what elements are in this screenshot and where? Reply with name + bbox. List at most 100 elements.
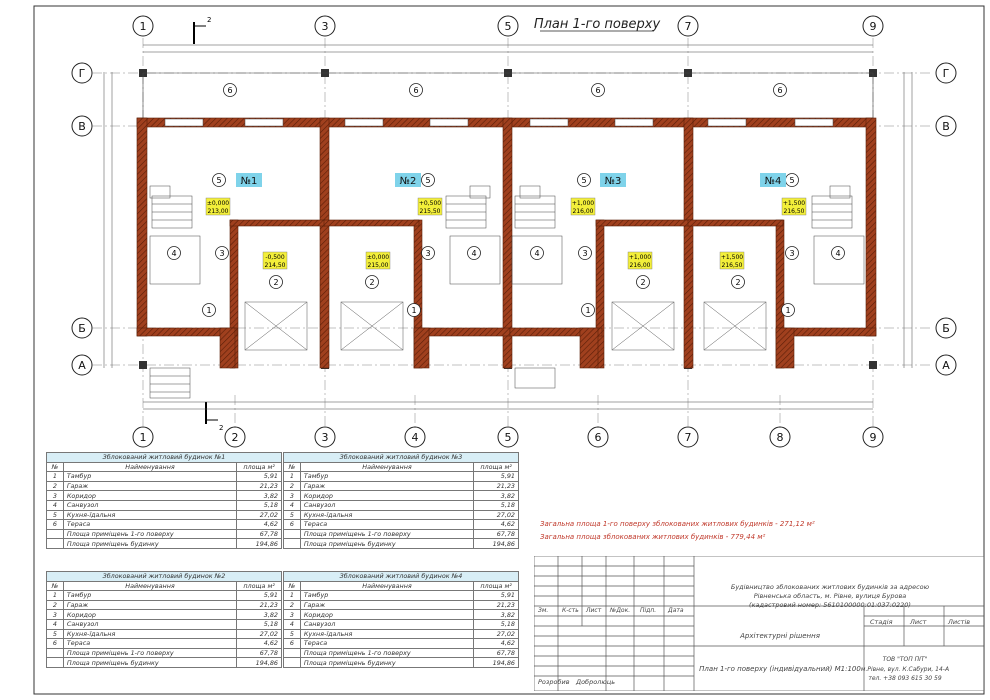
org-name: ТОВ "ТОП ПІТ" xyxy=(882,656,928,663)
axis-top-5: 5 xyxy=(497,15,519,37)
entrance-steps xyxy=(149,367,556,399)
svg-text:-0,500: -0,500 xyxy=(265,254,285,261)
row-markers-left: Г В Б А xyxy=(71,62,93,376)
row-left-А: А xyxy=(71,354,93,376)
col-name: Найменування xyxy=(299,461,475,473)
svg-text:+1,000: +1,000 xyxy=(629,254,651,261)
svg-text:3: 3 xyxy=(789,249,794,258)
room-mark-5: 5 xyxy=(785,173,799,187)
axis-bottom-7-label: 7 xyxy=(685,431,692,444)
table-caption: Зблокований житловий будинок №3 xyxy=(283,452,519,463)
col-area: площа м² xyxy=(473,580,519,592)
room-mark-4: 4 xyxy=(467,246,481,260)
section-marker-top: 2 xyxy=(193,16,211,44)
room-mark-4: 4 xyxy=(831,246,845,260)
svg-text:216,50: 216,50 xyxy=(722,262,743,269)
svg-text:1: 1 xyxy=(206,306,211,315)
axis-bottom-3-label: 3 xyxy=(322,431,329,444)
row-left-Г-label: Г xyxy=(79,67,86,80)
svg-text:4: 4 xyxy=(534,249,539,258)
axis-top-1: 1 xyxy=(132,15,154,37)
axis-bottom-1-label: 1 xyxy=(140,431,147,444)
row-right-В-label: В xyxy=(942,120,950,133)
svg-text:215,50: 215,50 xyxy=(420,208,441,215)
org-phone: тел. +38 093 615 30 59 xyxy=(868,675,942,682)
room-mark-2: 2 xyxy=(365,275,379,289)
svg-text:213,00: 213,00 xyxy=(208,208,229,215)
svg-text:1: 1 xyxy=(585,306,590,315)
drawing-name: План 1-го поверху (індивідуальний) М1:10… xyxy=(699,665,861,673)
section-marker-bottom: 2 xyxy=(205,402,223,432)
table-caption: Зблокований житловий будинок №4 xyxy=(283,571,519,582)
axis-bottom-4: 4 xyxy=(404,426,426,448)
svg-text:2: 2 xyxy=(369,278,374,287)
room-mark-4: 4 xyxy=(530,246,544,260)
axis-top-1-label: 1 xyxy=(140,20,147,33)
row-right-Б: Б xyxy=(935,317,957,339)
axis-bottom-6: 6 xyxy=(587,426,609,448)
row-left-В: В xyxy=(71,115,93,137)
row-left-Б-label: Б xyxy=(78,322,86,335)
row-left-В-label: В xyxy=(78,120,86,133)
room-mark-6: 6 xyxy=(591,83,605,97)
svg-text:+1,000: +1,000 xyxy=(572,200,594,207)
svg-text:5: 5 xyxy=(425,176,430,185)
svg-text:215,00: 215,00 xyxy=(368,262,389,269)
garage-doors xyxy=(244,301,767,351)
project-line-1: Будівництво зблокованих житлових будинкі… xyxy=(730,583,930,591)
svg-text:214,50: 214,50 xyxy=(265,262,286,269)
role-author: Розробив xyxy=(538,678,570,686)
col-4: Підп. xyxy=(640,607,657,614)
room-mark-2: 2 xyxy=(636,275,650,289)
svg-text:216,50: 216,50 xyxy=(784,208,805,215)
title-block xyxy=(534,556,984,691)
svg-text:5: 5 xyxy=(789,176,794,185)
room-mark-1: 1 xyxy=(581,303,595,317)
svg-text:6: 6 xyxy=(595,86,600,95)
room-mark-5: 5 xyxy=(212,173,226,187)
axis-top-9: 9 xyxy=(862,15,884,37)
svg-text:2: 2 xyxy=(207,16,211,24)
unit-badge-1: №1 xyxy=(236,173,262,187)
role-author-name: Добролюць xyxy=(576,678,616,686)
table-caption: Зблокований житловий будинок №2 xyxy=(46,571,282,582)
col-3: №Док. xyxy=(610,607,631,614)
svg-text:№3: №3 xyxy=(605,176,622,187)
col-1: К-сть xyxy=(562,607,579,614)
row-right-Г: Г xyxy=(935,62,957,84)
col-area: площа м² xyxy=(473,461,519,473)
project-line-2: Рівненська область, м. Рівне, вулиця Бур… xyxy=(753,592,907,600)
svg-text:3: 3 xyxy=(425,249,430,258)
room-mark-3: 3 xyxy=(215,246,229,260)
col-2: Лист xyxy=(586,607,602,614)
svg-text:4: 4 xyxy=(171,249,176,258)
svg-text:216,00: 216,00 xyxy=(630,262,651,269)
col-num: № xyxy=(283,580,301,592)
axis-top-3: 3 xyxy=(314,15,336,37)
svg-text:№4: №4 xyxy=(765,176,782,187)
room-mark-2: 2 xyxy=(269,275,283,289)
stairs xyxy=(151,195,853,229)
